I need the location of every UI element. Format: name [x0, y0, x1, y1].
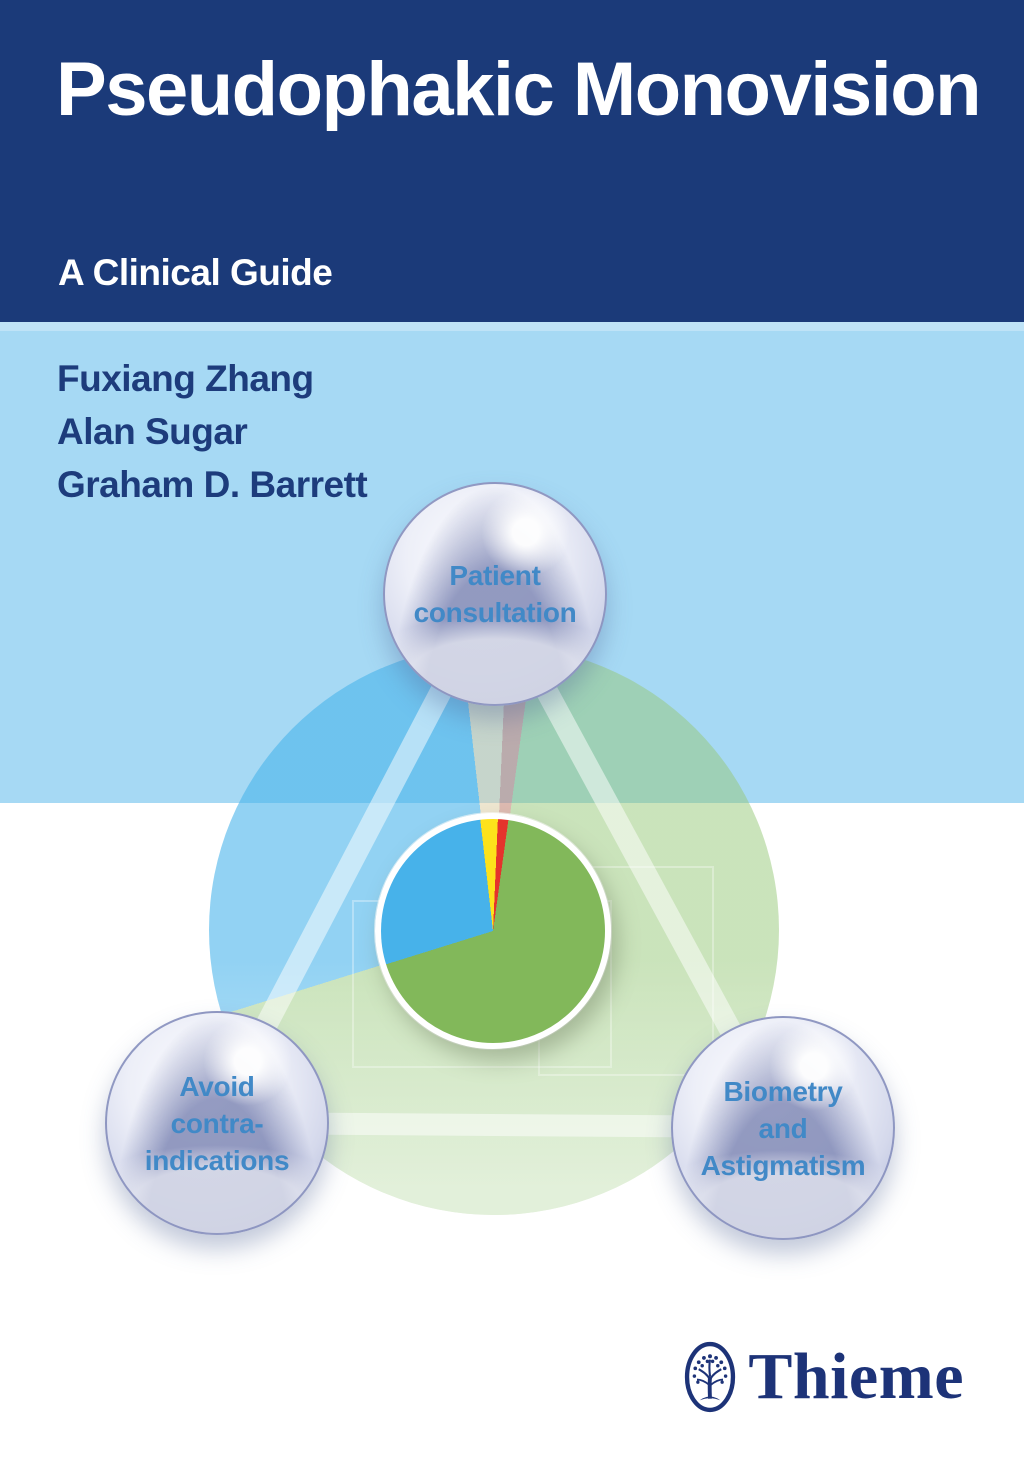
- thieme-tree-icon: [685, 1341, 736, 1413]
- thieme-wordmark: Thieme: [748, 1340, 964, 1413]
- bubble-label: Biometry and Astigmatism: [700, 1075, 866, 1181]
- author-list: Fuxiang Zhang Alan Sugar Graham D. Barre…: [57, 352, 368, 511]
- author-name: Alan Sugar: [57, 411, 248, 452]
- author-name: Fuxiang Zhang: [57, 358, 314, 399]
- venn-bubble-patient-consultation: Patient consultation: [383, 482, 607, 706]
- thieme-logo: Thieme: [684, 1340, 964, 1414]
- bubble-label: Avoid contra- indications: [144, 1070, 290, 1176]
- pie-chart: [375, 813, 611, 1049]
- header-stripe-divider: [0, 322, 1024, 331]
- book-subtitle: A Clinical Guide: [58, 252, 333, 293]
- author-name: Graham D. Barrett: [57, 464, 368, 505]
- header-band: [0, 0, 1024, 322]
- venn-bubble-avoid-contraindications: Avoid contra- indications: [105, 1011, 329, 1235]
- bubble-label: Patient consultation: [413, 560, 577, 628]
- book-title: Pseudophakic Monovision: [56, 47, 982, 132]
- venn-bubble-biometry-astigmatism: Biometry and Astigmatism: [671, 1016, 895, 1240]
